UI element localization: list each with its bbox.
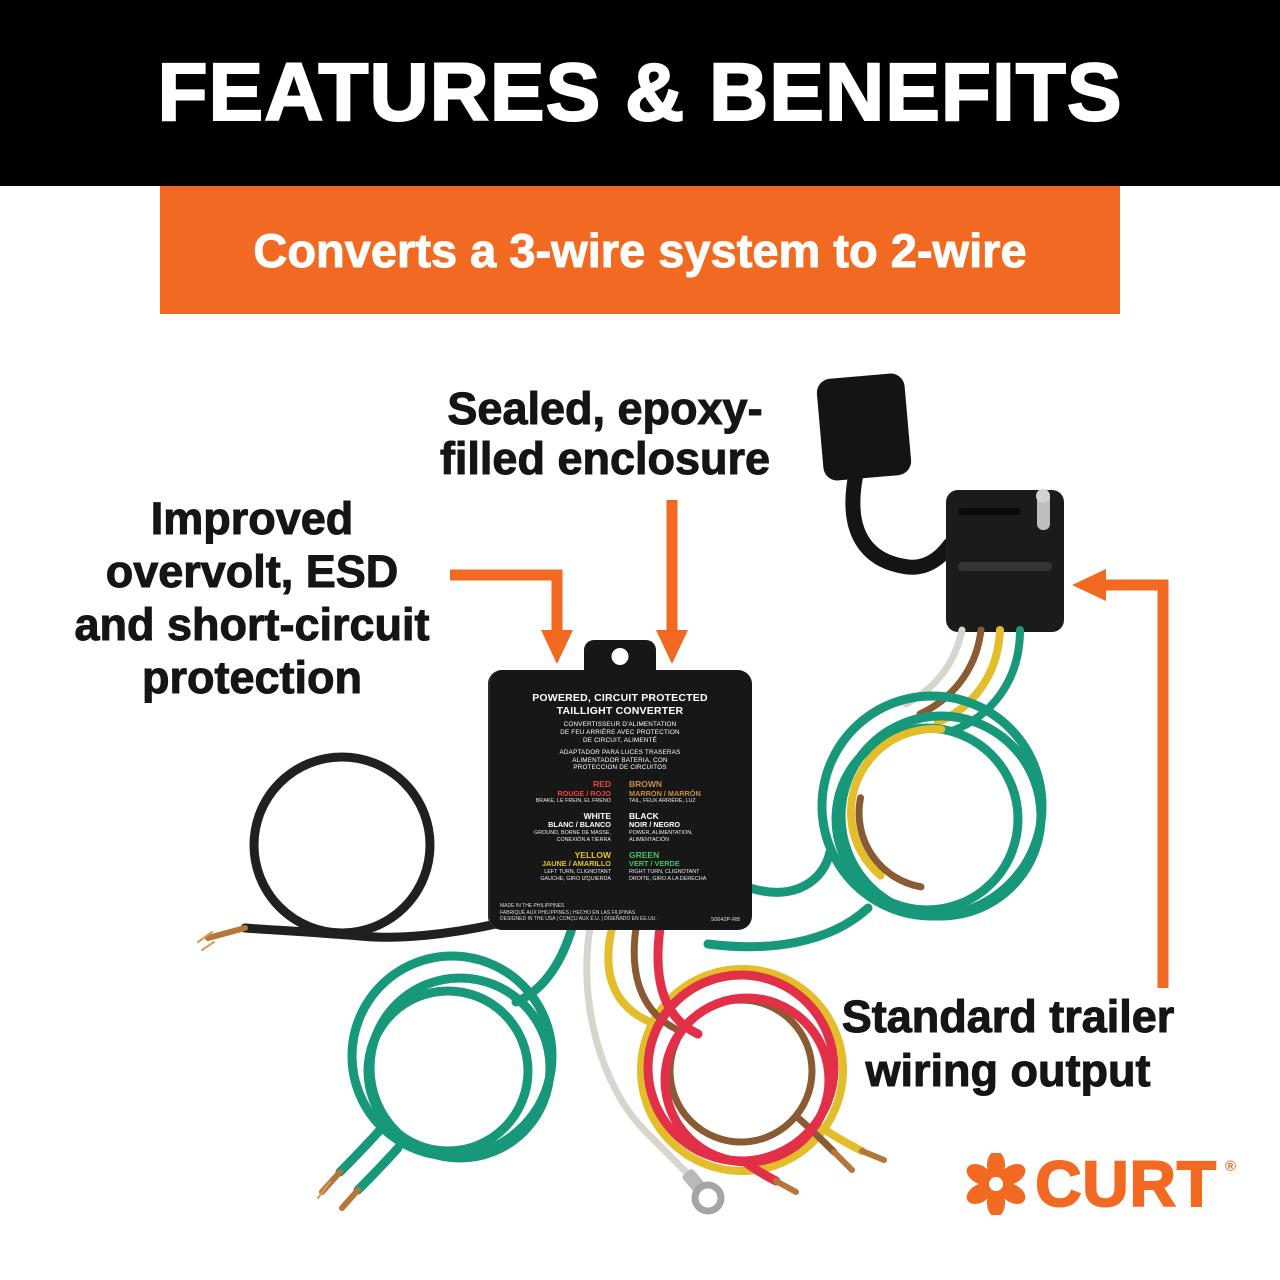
wire-desc: BRAKE, LE FREIN, EL FRENO bbox=[535, 798, 611, 805]
sealed-arrow-head bbox=[656, 630, 688, 664]
output-arrow-head bbox=[1072, 569, 1106, 601]
teal-wire-coil bbox=[317, 923, 577, 1211]
wire-color-table: RED ROUGE / ROJO BRAKE, LE FREIN, EL FRE… bbox=[500, 779, 740, 883]
device-origin-text: MADE IN THE PHILIPPINES FABRIQUÉ AUX PHI… bbox=[500, 902, 657, 923]
wire-cell-black: BLACK NOIR / NEGRO POWER, ALIMENTATION, … bbox=[620, 811, 740, 844]
wire-cell-white: WHITE BLANC / BLANCO GROUND, BORNE DE MA… bbox=[500, 811, 620, 844]
red-wire-coil bbox=[643, 923, 839, 1195]
wire-desc: LEFT TURN, CLIGNOTANT GAUCHE, GIRO IZQUI… bbox=[540, 869, 611, 883]
wire-name: BLACK bbox=[629, 811, 659, 822]
wire-name: YELLOW bbox=[574, 850, 611, 861]
callout-sealed-enclosure: Sealed, epoxy- filled enclosure bbox=[439, 383, 771, 485]
yellow-wire bbox=[604, 924, 887, 1175]
wire-name: BROWN bbox=[629, 779, 663, 790]
part-number: 50642P-RB bbox=[711, 917, 740, 923]
wire-alt: JAUNE / AMARILLO bbox=[541, 859, 611, 869]
curt-logo: CURT ® bbox=[965, 1148, 1236, 1220]
wire-desc: TAIL, FEUX ARRIÈRE, LUZ bbox=[629, 798, 696, 805]
mounting-hole bbox=[611, 648, 629, 665]
mounting-tab bbox=[584, 640, 656, 674]
wire-cell-red: RED ROUGE / ROJO BRAKE, LE FREIN, EL FRE… bbox=[500, 779, 620, 805]
wire-alt: ROUGE / ROJO bbox=[557, 788, 611, 798]
device-title: POWERED, CIRCUIT PROTECTED TAILLIGHT CON… bbox=[532, 692, 708, 717]
device-subtitle-es: ADAPTADOR PARA LUCES TRASERAS ALIMENTADO… bbox=[559, 748, 681, 772]
green-wire-coil bbox=[703, 691, 1047, 952]
wire-cell-yellow: YELLOW JAUNE / AMARILLO LEFT TURN, CLIGN… bbox=[500, 850, 620, 883]
wire-name: WHITE bbox=[583, 811, 611, 822]
callout-arrows bbox=[450, 500, 1169, 988]
output-arrow bbox=[1102, 579, 1169, 988]
wire-alt: NOIR / NEGRO bbox=[629, 820, 681, 830]
wire-desc: GROUND, BORNE DE MASSE, CONEXIÓN A TIERR… bbox=[534, 830, 611, 844]
callout-wiring-output: Standard trailer wiring output bbox=[841, 991, 1175, 1097]
protection-arrow bbox=[450, 569, 563, 634]
wire-row: YELLOW JAUNE / AMARILLO LEFT TURN, CLIGN… bbox=[500, 850, 740, 883]
wire-name: RED bbox=[593, 779, 611, 790]
device-footer: MADE IN THE PHILIPPINES FABRIQUÉ AUX PHI… bbox=[500, 903, 740, 923]
device-subtitle-fr: CONVERTISSEUR D'ALIMENTATION DE FEU ARRI… bbox=[560, 721, 680, 744]
curt-logo-icon bbox=[966, 1153, 1026, 1215]
header-bar: FEATURES & BENEFITS bbox=[0, 0, 1280, 186]
wire-cell-brown: BROWN MARRON / MARRÓN TAIL, FEUX ARRIÈRE… bbox=[620, 779, 740, 805]
callout-circuit-protection: Improved overvolt, ESD and short-circuit… bbox=[74, 492, 430, 704]
black-wire bbox=[197, 752, 501, 951]
trailer-connector bbox=[946, 489, 1064, 632]
wire-row: WHITE BLANC / BLANCO GROUND, BORNE DE MA… bbox=[500, 811, 740, 844]
wire-alt: VERT / VERDE bbox=[629, 859, 680, 869]
registered-mark: ® bbox=[1224, 1158, 1236, 1175]
connector-dust-cap bbox=[816, 373, 958, 575]
curt-logo-text: CURT bbox=[1034, 1148, 1217, 1220]
wire-alt: MARRON / MARRÓN bbox=[629, 788, 701, 798]
wire-name: GREEN bbox=[629, 850, 660, 861]
page-title: FEATURES & BENEFITS bbox=[156, 46, 1123, 139]
subtitle-banner: Converts a 3-wire system to 2-wire bbox=[160, 186, 1120, 314]
white-wire-ring-terminal bbox=[583, 924, 725, 1215]
connector-wires bbox=[902, 626, 1024, 735]
wire-cell-green: GREEN VERT / VERDE RIGHT TURN, CLIGNOTAN… bbox=[620, 850, 740, 883]
wire-alt: BLANC / BLANCO bbox=[548, 820, 611, 830]
protection-arrow-head bbox=[541, 630, 573, 664]
converter-box: POWERED, CIRCUIT PROTECTED TAILLIGHT CON… bbox=[488, 640, 752, 930]
wire-row: RED ROUGE / ROJO BRAKE, LE FREIN, EL FRE… bbox=[500, 779, 740, 805]
subtitle-text: Converts a 3-wire system to 2-wire bbox=[253, 223, 1027, 277]
wire-desc: POWER, ALIMENTATION, ALIMENTACIÓN bbox=[629, 830, 693, 844]
wire-desc: RIGHT TURN, CLIGNOTANT DROITE, GIRO A LA… bbox=[629, 869, 707, 883]
